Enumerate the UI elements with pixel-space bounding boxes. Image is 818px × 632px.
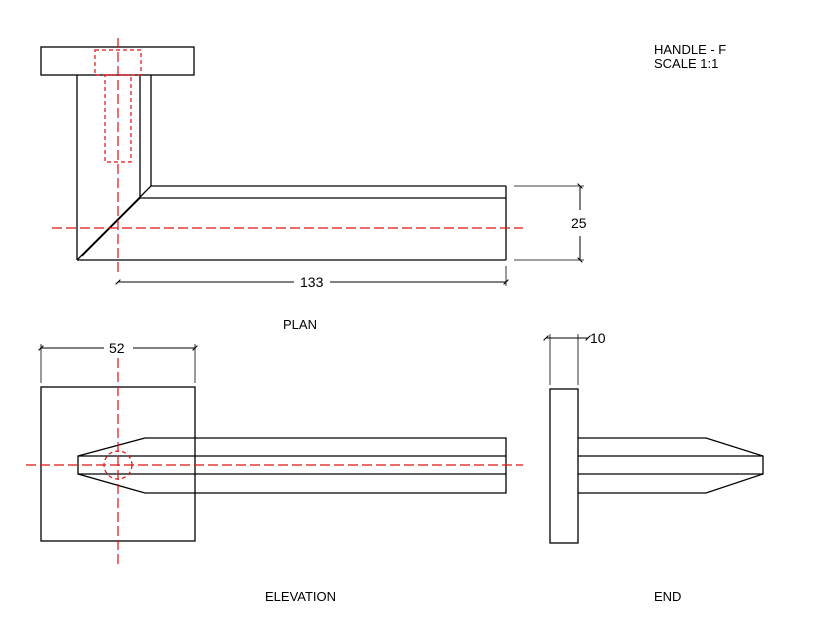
- dim-thickness-label: 10: [590, 330, 606, 346]
- plan-view-label: PLAN: [283, 317, 317, 332]
- dim-rose-label: 52: [109, 340, 125, 356]
- plan-mitre-outer: [76, 185, 152, 261]
- dim-length-label: 133: [300, 274, 324, 290]
- end-view: 10 END: [543, 330, 764, 604]
- end-rose: [549, 388, 579, 544]
- part-name: HANDLE - F: [654, 42, 726, 57]
- plan-mitre-inner: [81, 197, 141, 257]
- elevation-view-label: ELEVATION: [265, 589, 336, 604]
- end-view-label: END: [654, 589, 681, 604]
- plan-hidden-spindle: [104, 74, 132, 163]
- elevation-view: 52 ELEVATION: [26, 340, 523, 604]
- title-block: HANDLE - F SCALE 1:1: [654, 42, 726, 71]
- scale-label: SCALE 1:1: [654, 56, 718, 71]
- plan-view: 25 133 PLAN: [40, 38, 587, 332]
- end-lever-outline: [578, 437, 764, 494]
- dim-width-label: 25: [571, 215, 587, 231]
